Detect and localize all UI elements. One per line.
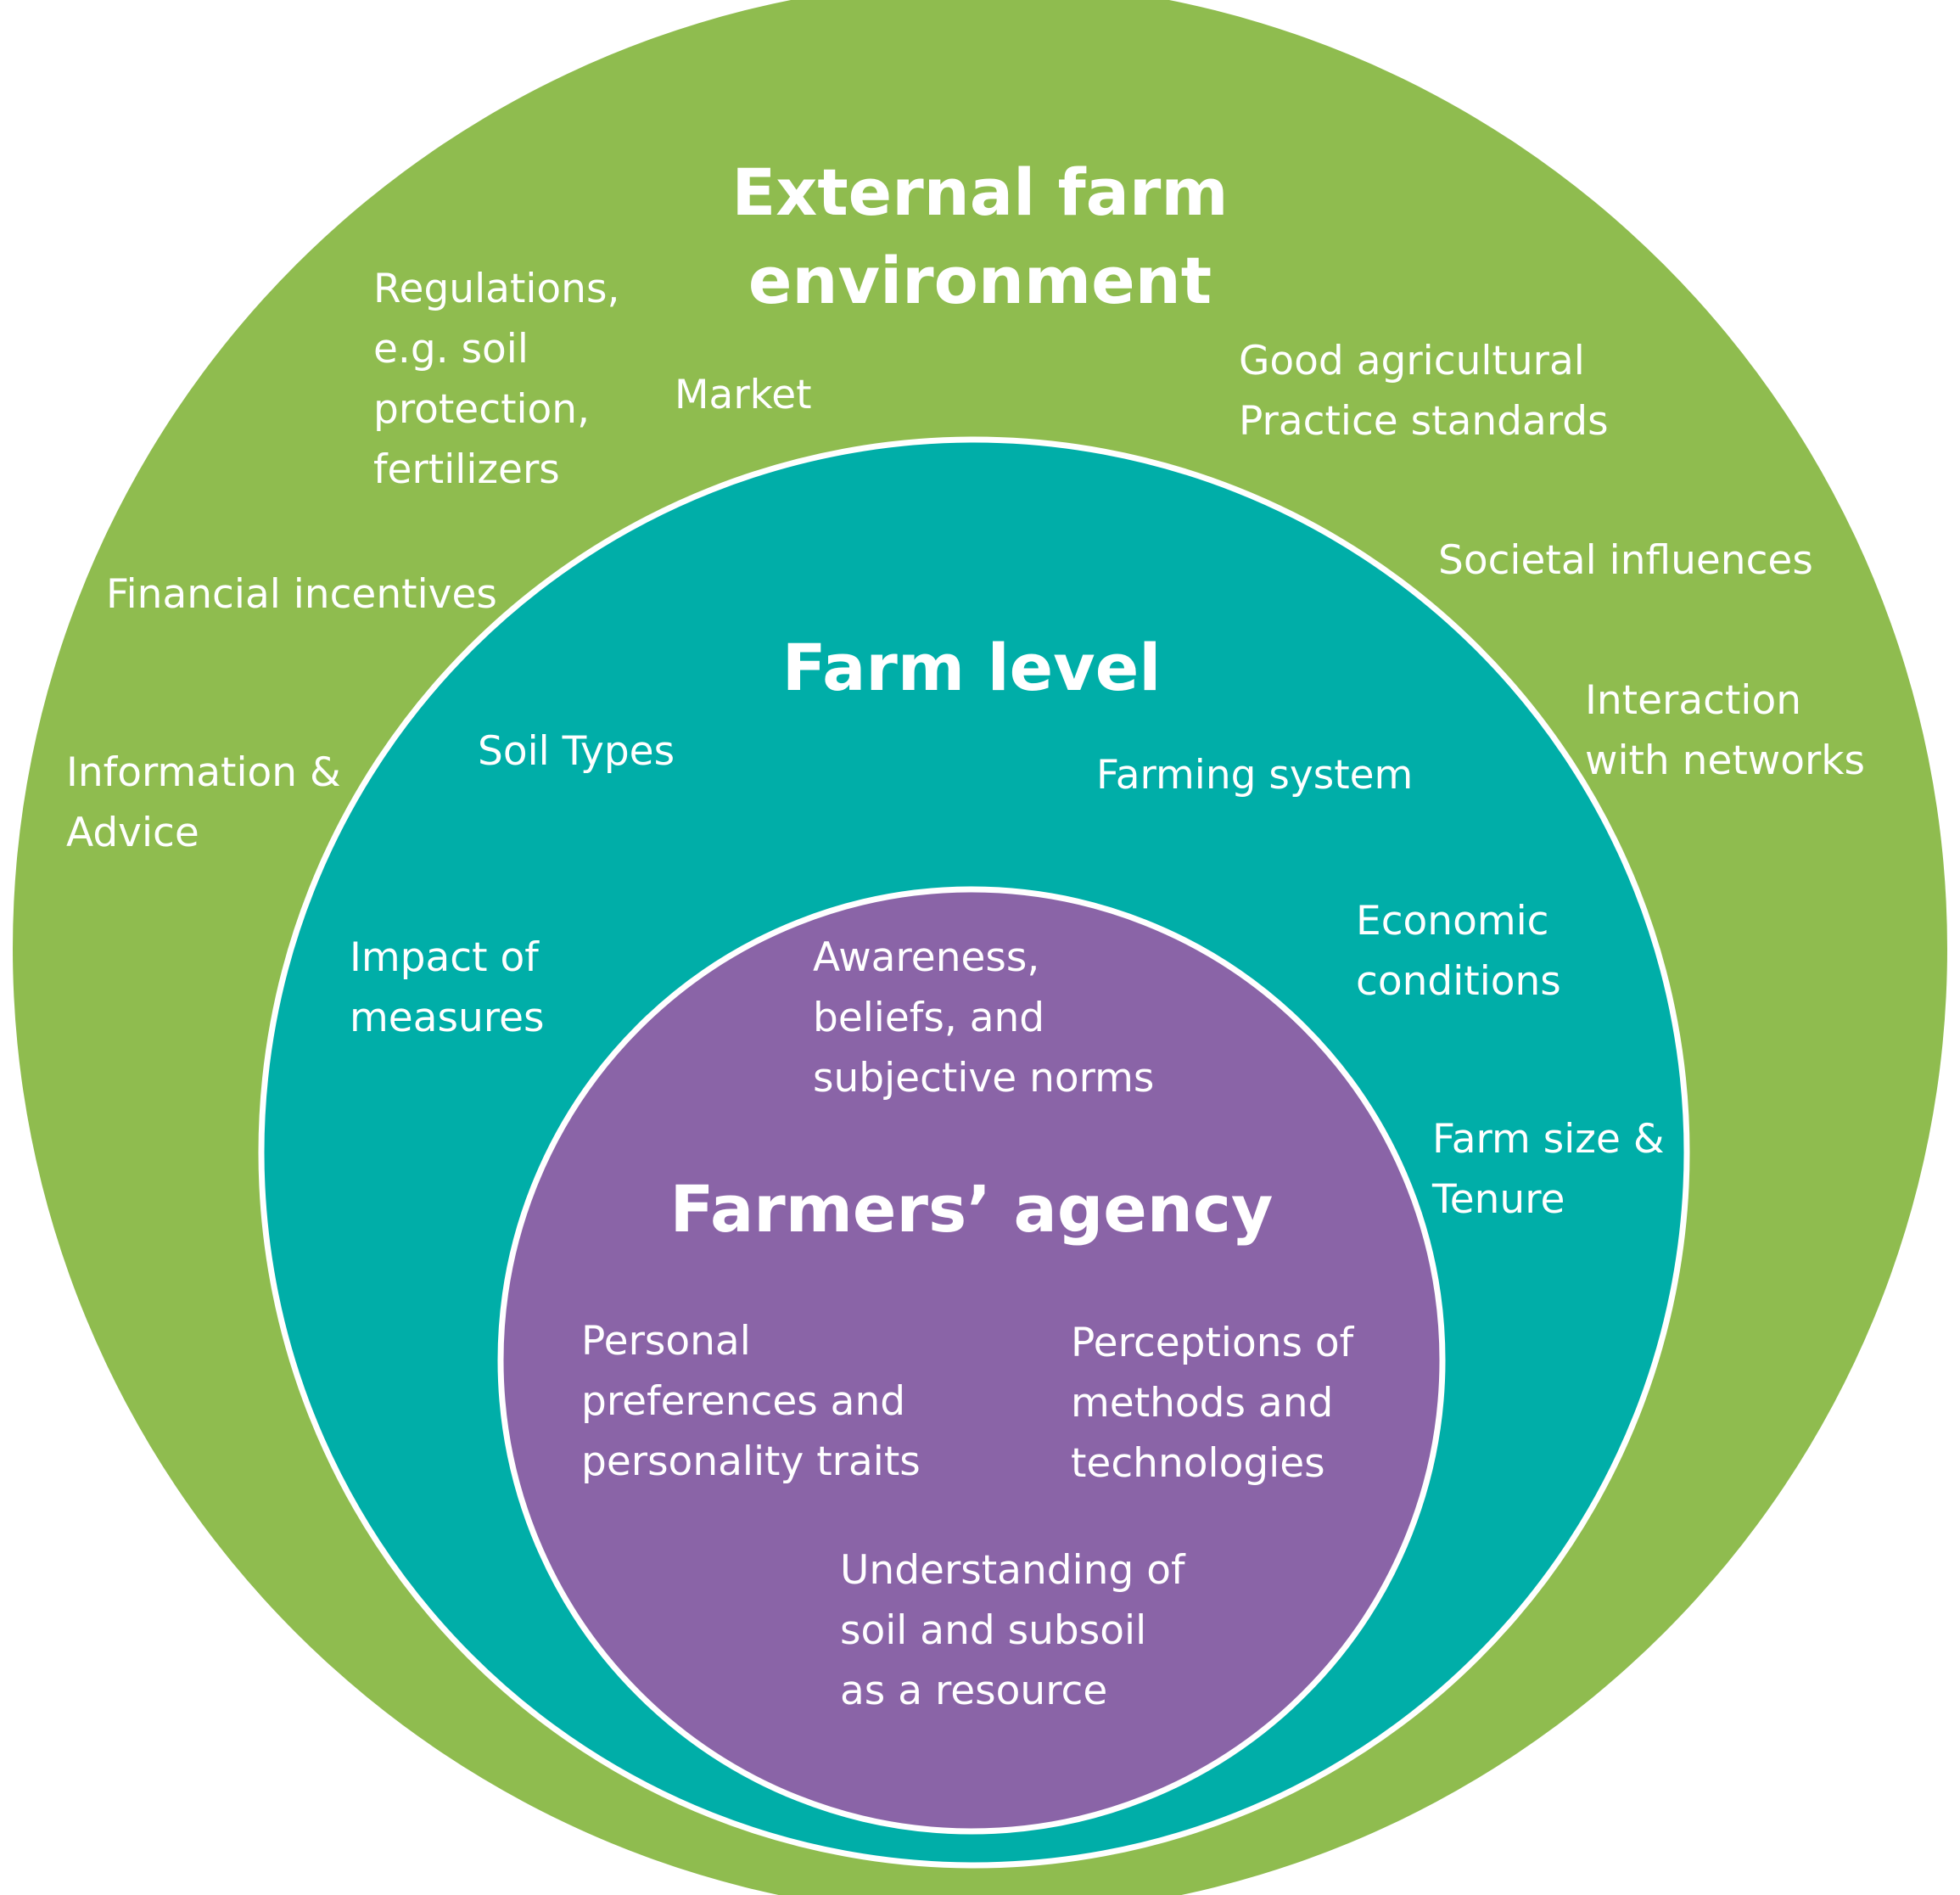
external-environment-title: External farm environment [731, 154, 1229, 318]
societal-influences-label: Societal influences [1438, 537, 1813, 584]
economic-conditions-label: Economic conditions [1356, 898, 1561, 1005]
impact-of-measures-label: Impact of measures [350, 934, 545, 1041]
farm-level-title: Farm level [781, 630, 1162, 705]
good-practice-label: Good agricultural Practice standards [1239, 338, 1609, 445]
farming-system-label: Farming system [1096, 752, 1414, 799]
farmers-agency-title: Farmers’ agency [669, 1171, 1274, 1247]
understanding-label: Understanding of soil and subsoil as a r… [840, 1547, 1185, 1714]
awareness-label: Awareness, beliefs, and subjective norms [813, 934, 1155, 1102]
market-label: Market [675, 372, 812, 418]
farmers-agency-circle [497, 886, 1446, 1835]
perceptions-label: Perceptions of methods and technologies [1071, 1320, 1354, 1487]
networks-label: Interaction with networks [1585, 677, 1866, 784]
soil-types-label: Soil Types [478, 728, 675, 775]
regulations-label: Regulations, e.g. soil protection, ferti… [373, 266, 620, 493]
farm-size-tenure-label: Farm size & Tenure [1432, 1116, 1665, 1223]
information-advice-label: Information & Advice [66, 749, 341, 856]
financial-incentives-label: Financial incentives [106, 571, 497, 618]
personal-preferences-label: Personal preferences and personality tra… [581, 1318, 921, 1485]
